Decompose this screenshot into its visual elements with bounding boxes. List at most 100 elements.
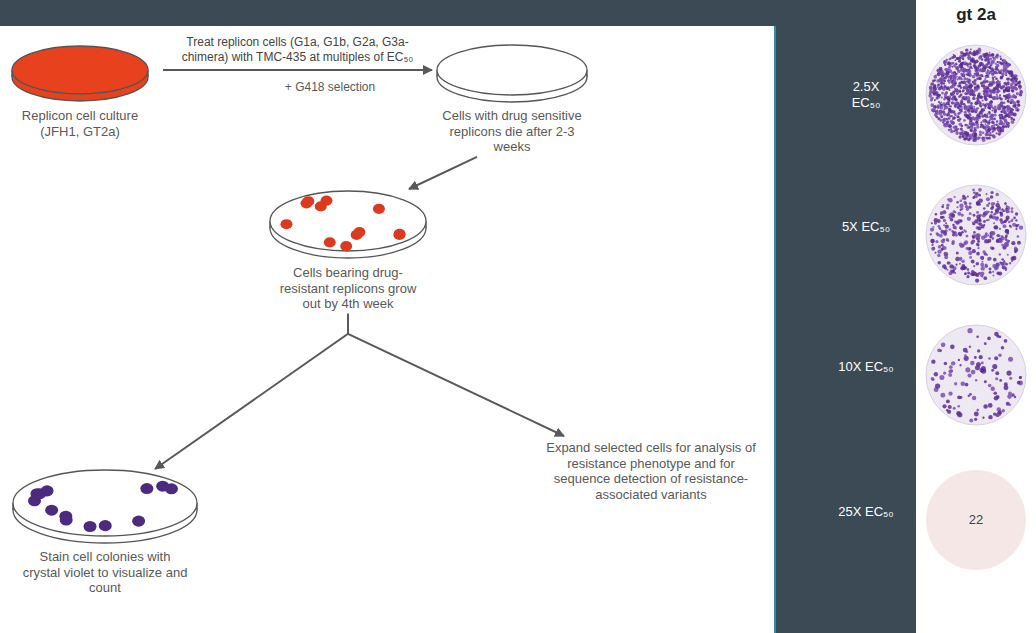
colony-dot <box>951 270 955 274</box>
colony-dot <box>967 126 970 129</box>
colony-dot <box>969 134 972 137</box>
colony-dot <box>1004 220 1007 223</box>
colony-dot <box>961 125 964 128</box>
colony-dot <box>984 90 988 94</box>
colony-dot <box>994 114 997 117</box>
colony-dot <box>960 207 963 210</box>
colony-dot <box>1007 98 1009 100</box>
colony-dot <box>989 235 993 239</box>
colony-dot <box>948 117 951 120</box>
colony-dot <box>956 206 958 208</box>
step-caption: Cells with drug sensitive replicons die … <box>440 108 584 155</box>
colony-dot <box>955 234 958 237</box>
colony-dot <box>990 191 993 194</box>
colony-dot <box>953 76 957 80</box>
colony-dot <box>986 193 988 195</box>
colony-dot <box>964 240 968 244</box>
process-arrow <box>409 157 477 189</box>
colony-dot <box>967 268 970 271</box>
colony-dot <box>995 262 999 266</box>
colony-dot <box>957 131 959 133</box>
colony-dot <box>988 384 992 388</box>
colony-dot <box>992 271 994 273</box>
step-caption: Cells bearing drug-resistant replicons g… <box>271 265 425 312</box>
colony-dot <box>943 210 946 213</box>
colony-dot <box>942 216 945 219</box>
colony-dot <box>976 335 979 338</box>
colony-dot <box>983 220 986 223</box>
colony-dot <box>1009 377 1012 380</box>
colony-dot <box>969 138 971 140</box>
colony-dot <box>1016 225 1019 228</box>
colony-dot <box>939 119 941 121</box>
colony-dot <box>969 346 972 349</box>
colony-dot <box>989 132 991 134</box>
colony-dot <box>989 57 992 60</box>
colony-dot <box>972 240 975 243</box>
colony-dot <box>996 93 998 95</box>
colony-dot <box>973 98 975 100</box>
colony-dot <box>974 66 977 69</box>
colony-dot <box>974 418 977 421</box>
colony-dot <box>987 257 991 261</box>
colony-dot <box>935 240 938 243</box>
colony-dot <box>982 100 984 102</box>
colony-dot <box>949 65 952 68</box>
colony-dot <box>1005 235 1008 238</box>
colony-dot <box>951 92 955 96</box>
colony-dot <box>1010 102 1012 104</box>
colony-dot <box>993 127 995 129</box>
colony-dot <box>953 71 955 73</box>
colony-dot <box>973 94 976 97</box>
colony-dot <box>957 78 959 80</box>
colony <box>353 227 365 237</box>
colony-dot <box>999 94 1001 96</box>
colony-dot <box>965 383 969 387</box>
colony-dot <box>1002 60 1004 62</box>
colony-dot <box>950 75 952 77</box>
colony-dot <box>973 191 975 193</box>
colony-dot <box>967 109 970 112</box>
colony-dot <box>965 367 970 372</box>
colony-dot <box>968 111 970 113</box>
colony-dot <box>988 239 992 243</box>
colony-dot <box>1000 62 1003 65</box>
colony-dot <box>953 196 955 198</box>
colony <box>321 195 333 205</box>
colony-dot <box>996 120 998 122</box>
colony-dot <box>971 260 975 264</box>
colony-dot <box>987 62 989 64</box>
colony-dot <box>963 98 965 100</box>
colony-dot <box>991 387 995 391</box>
colony-dot <box>973 106 975 108</box>
colony-dot <box>1003 68 1006 71</box>
colony-dot <box>991 60 995 64</box>
colony-dot <box>971 126 974 129</box>
colony-dot <box>984 68 986 70</box>
colony-dot <box>967 105 971 109</box>
colony-dot <box>998 354 1002 358</box>
colony-dot <box>960 128 963 131</box>
colony-dot <box>1013 119 1015 121</box>
colony-dot <box>954 382 957 385</box>
colony-dot <box>1017 81 1020 84</box>
colony-dot <box>982 417 984 419</box>
colony-dot <box>995 193 998 196</box>
colony-dot <box>1001 346 1004 349</box>
colony-dot <box>988 257 992 261</box>
colony-dot <box>1019 81 1021 83</box>
colony-dot <box>977 349 980 352</box>
dose-label: 2.5X EC₅₀ <box>838 79 894 110</box>
colony-dot <box>1011 89 1014 92</box>
colony-dot <box>958 90 961 93</box>
colony-dot <box>950 85 953 88</box>
colony-dot <box>996 64 1000 68</box>
colony-dot <box>953 125 956 128</box>
colony-dot <box>937 225 940 228</box>
colony-dot <box>956 92 959 95</box>
colony-dot <box>944 255 948 259</box>
colony-dot <box>981 366 986 371</box>
colony-dot <box>947 61 951 65</box>
colony-dot <box>973 60 976 63</box>
colony-dot <box>1004 112 1007 115</box>
